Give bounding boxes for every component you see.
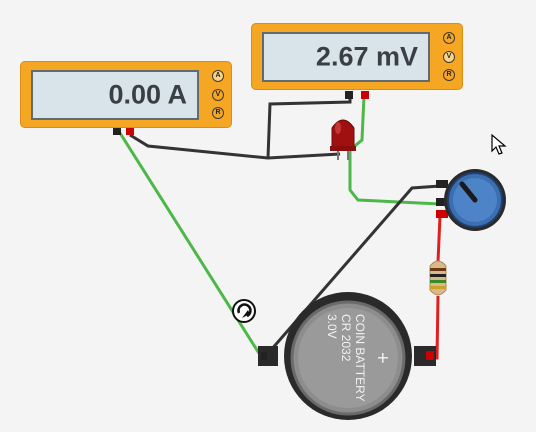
- wire-black-battery-pot[interactable]: [262, 184, 441, 359]
- mouse-pointer-icon: [491, 134, 507, 155]
- led[interactable]: [330, 119, 356, 160]
- voltmeter-positive-terminal[interactable]: [361, 91, 369, 99]
- voltmeter-mode-a-button[interactable]: A: [443, 32, 455, 44]
- voltmeter-mode-r-button[interactable]: R: [443, 69, 455, 81]
- battery-label-line1: COIN BATTERY: [353, 314, 367, 402]
- ammeter-positive-terminal[interactable]: [126, 127, 134, 135]
- ammeter-display: 0.00 A: [31, 70, 199, 120]
- ammeter-mode-r-button[interactable]: R: [212, 107, 224, 119]
- voltmeter-reading: 2.67 mV: [315, 41, 418, 72]
- wire-black-ammeter-led[interactable]: [129, 133, 341, 160]
- potentiometer[interactable]: [436, 169, 506, 231]
- wire-green-ammeter-battery[interactable]: [118, 132, 264, 359]
- rotate-handle-icon[interactable]: [232, 299, 256, 323]
- battery-label-line2: CR 2032: [339, 314, 353, 362]
- voltmeter[interactable]: 2.67 mV A V R: [251, 23, 463, 90]
- battery-plus-sign: +: [371, 352, 393, 364]
- wire-red-pot-resistor[interactable]: [436, 215, 442, 263]
- ammeter-reading: 0.00 A: [108, 79, 187, 110]
- coin-battery[interactable]: COIN BATTERY CR 2032 3.0V +: [258, 292, 436, 420]
- resistor[interactable]: [429, 260, 447, 296]
- ammeter-mode-v-button[interactable]: V: [212, 89, 224, 101]
- ammeter-com-terminal[interactable]: [113, 127, 121, 135]
- voltmeter-mode-v-button[interactable]: V: [443, 51, 455, 63]
- ammeter-mode-a-button[interactable]: A: [212, 70, 224, 82]
- voltmeter-display: 2.67 mV: [262, 32, 430, 82]
- voltmeter-com-terminal[interactable]: [345, 91, 353, 99]
- battery-label-line3: 3.0V: [325, 314, 339, 339]
- wire-green-voltmeter-led[interactable]: [348, 95, 441, 206]
- ammeter[interactable]: 0.00 A A V R: [20, 61, 232, 128]
